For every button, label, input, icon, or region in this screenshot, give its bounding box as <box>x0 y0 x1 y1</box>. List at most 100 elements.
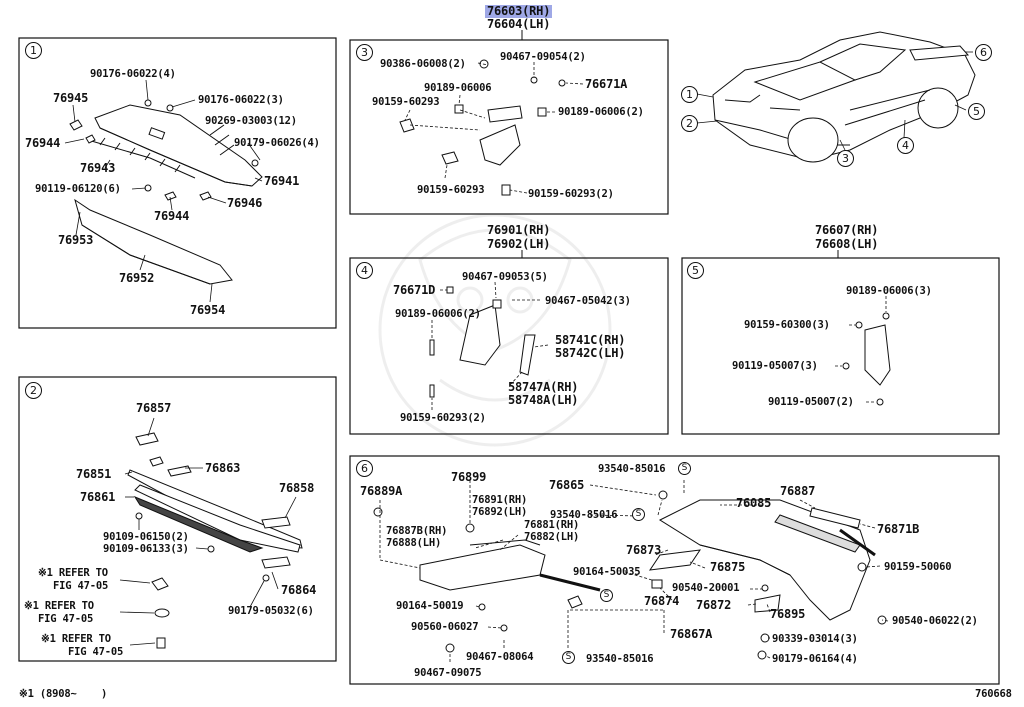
part-label: 76882(LH) <box>524 531 580 543</box>
refer-note: ※1 REFER TO <box>41 633 111 645</box>
refer-note: ※1 REFER TO <box>38 567 108 579</box>
part-label: 76874 <box>644 594 680 608</box>
panel-1-number: 1 <box>25 42 42 59</box>
part-label: 90189-06006(2) <box>395 308 481 320</box>
figure-code: 760668 <box>975 688 1012 700</box>
part-label: 76873 <box>626 543 662 557</box>
part-label: 76888(LH) <box>386 537 442 549</box>
part-label: 90176-06022(3) <box>198 94 284 106</box>
part-label: 76891(RH) <box>472 494 528 506</box>
part-label: 76851 <box>76 467 112 481</box>
panel-4-leaders <box>431 281 549 410</box>
panel-2-frame <box>18 376 337 662</box>
part-label: 58748A(LH) <box>508 393 579 407</box>
panel-6-number: 6 <box>356 460 373 477</box>
part-label: 93540-85016 <box>598 463 666 475</box>
panel-5-frame <box>681 257 1000 435</box>
part-label: 90467-05042(3) <box>545 295 631 307</box>
part-label: 76899 <box>451 470 487 484</box>
panel-6-drawing <box>373 490 887 660</box>
part-label: 90386-06008(2) <box>380 58 466 70</box>
car-callout-side: 4 <box>897 137 914 154</box>
part-label: 90109-06150(2) <box>103 531 189 543</box>
part-label: 76881(RH) <box>524 519 580 531</box>
part-label: 90119-05007(2) <box>768 396 854 408</box>
part-label: 90560-06027 <box>411 621 479 633</box>
car-illustration <box>712 31 976 163</box>
panel-4-title-rh: 76901(RH) <box>487 223 551 237</box>
panel-2-leaders <box>119 417 297 646</box>
car-callout-front-spoiler: 1 <box>681 86 698 103</box>
part-label: 90159-60293 <box>372 96 440 108</box>
panel-6-frame <box>349 455 1000 685</box>
part-label: 76895 <box>770 607 806 621</box>
part-label: 76872 <box>696 598 732 612</box>
header-part-rh: 76603(RH) <box>485 4 553 18</box>
part-label: 93540-85016 <box>586 653 654 665</box>
footer-note: ※1 (8908~ ) <box>19 688 108 700</box>
part-label: 76892(LH) <box>472 506 528 518</box>
part-label: 76887B(RH) <box>386 525 448 537</box>
part-label: 76945 <box>53 91 89 105</box>
part-label: 76889A <box>360 484 403 498</box>
part-label: 58741C(RH) <box>555 333 626 347</box>
s-mark: S <box>632 508 645 521</box>
panel-2-drawing <box>127 432 303 649</box>
panel-1-frame <box>18 37 337 329</box>
part-label: 90109-06133(3) <box>103 543 189 555</box>
car-callout-rear-mudguard: 5 <box>968 103 985 120</box>
part-label: 76875 <box>710 560 746 574</box>
part-label: 76085 <box>736 496 772 510</box>
part-label: 76861 <box>80 490 116 504</box>
part-label: 76867A <box>670 627 713 641</box>
part-label: 90540-06022(2) <box>892 615 978 627</box>
part-label: 58742C(LH) <box>555 346 626 360</box>
panel-3-drawing <box>399 59 566 196</box>
part-label: 76857 <box>136 401 172 415</box>
part-label: 93540-85016 <box>550 509 618 521</box>
part-label: 76941 <box>264 174 300 188</box>
part-label: 90159-60300(3) <box>744 319 830 331</box>
panel-4-number: 4 <box>356 262 373 279</box>
part-label: 76953 <box>58 233 94 247</box>
refer-note: FIG 47-05 <box>68 646 124 658</box>
part-label: 90189-06006(2) <box>558 106 644 118</box>
panel-3-number: 3 <box>356 44 373 61</box>
panel-4-frame <box>349 257 669 435</box>
part-label: 90159-60293(2) <box>400 412 486 424</box>
part-label: 76871B <box>877 522 920 536</box>
panel-1-drawing <box>69 99 263 285</box>
part-label: 90540-20001 <box>672 582 740 594</box>
part-label: 90176-06022(4) <box>90 68 176 80</box>
part-label: 76858 <box>279 481 315 495</box>
part-label: 76864 <box>281 583 317 597</box>
part-label: 76954 <box>190 303 226 317</box>
part-label: 76943 <box>80 161 116 175</box>
part-label: 90179-06164(4) <box>772 653 858 665</box>
part-label: 90467-09054(2) <box>500 51 586 63</box>
car-callout-rear-spoiler: 6 <box>975 44 992 61</box>
part-label: 90164-50035 <box>573 566 641 578</box>
panel-5-leaders <box>835 296 887 403</box>
part-label: 90159-60293 <box>417 184 485 196</box>
part-label: 76671A <box>585 77 628 91</box>
panel-2-number: 2 <box>25 382 42 399</box>
part-label: 76944 <box>154 209 190 223</box>
part-label: 90119-06120(6) <box>35 183 121 195</box>
part-label: 76671D <box>393 283 436 297</box>
s-mark: S <box>678 462 691 475</box>
panel-5-title-lh: 76608(LH) <box>815 237 879 251</box>
part-label: 76887 <box>780 484 816 498</box>
part-label: 58747A(RH) <box>508 380 579 394</box>
panel-5-drawing <box>842 312 891 406</box>
refer-note: FIG 47-05 <box>38 613 94 625</box>
part-label: 90179-05032(6) <box>228 605 314 617</box>
part-label: 90467-09053(5) <box>462 271 548 283</box>
part-label: 90179-06026(4) <box>234 137 320 149</box>
part-label: 90164-50019 <box>396 600 464 612</box>
part-label: 76946 <box>227 196 263 210</box>
panel-4-title-lh: 76902(LH) <box>487 237 551 251</box>
panel-3-leaders <box>404 62 584 194</box>
s-mark: S <box>562 651 575 664</box>
